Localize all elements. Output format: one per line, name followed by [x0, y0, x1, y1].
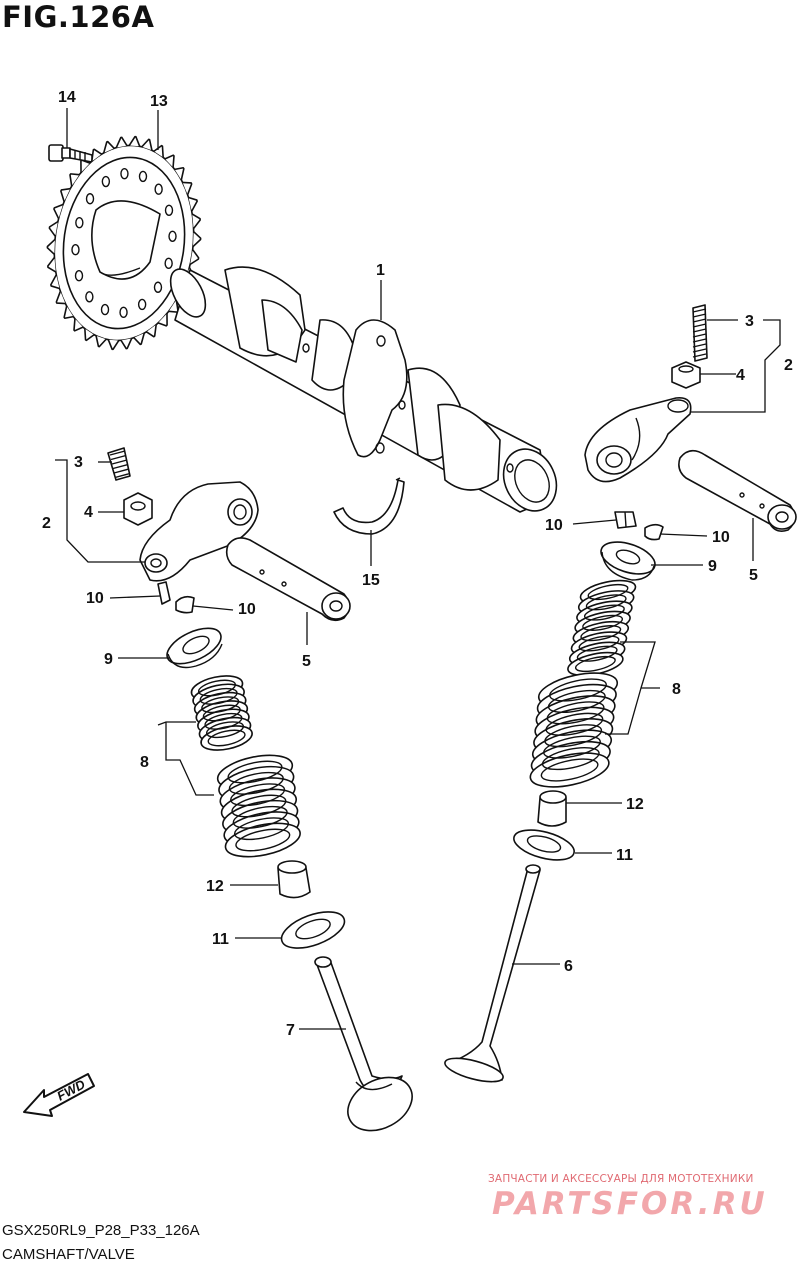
callout-9-right: 9 — [708, 558, 717, 575]
callout-8-right: 8 — [672, 681, 681, 698]
valve-spring-inner-part-8-left — [190, 675, 253, 751]
valve-cotter-part-10-left-a — [157, 581, 171, 605]
stem-seal-part-12-right — [537, 790, 567, 827]
spring-retainer-part-9-left — [166, 627, 223, 669]
callout-5-right: 5 — [749, 567, 758, 584]
callout-7: 7 — [286, 1022, 295, 1039]
callout-3-right: 3 — [745, 313, 754, 330]
rocker-arm-part-2-left — [139, 481, 259, 582]
locknut-part-4-left — [123, 492, 153, 526]
figure-code: GSX250RL9_P28_P33_126A — [2, 1222, 200, 1239]
locknut-part-4-right — [671, 361, 701, 389]
intake-valve-part-7 — [314, 956, 413, 1132]
rocker-shaft-part-5-right — [678, 449, 797, 532]
callout-4-left: 4 — [84, 504, 93, 521]
callout-4-right: 4 — [736, 367, 745, 384]
leader-lines — [55, 108, 781, 1030]
callout-10-right-b: 10 — [712, 529, 730, 546]
exhaust-valve-part-6 — [444, 864, 541, 1083]
watermark-logo: PARTSFOR.RU — [492, 1186, 768, 1222]
stem-seal-part-12-left — [277, 860, 311, 899]
valve-cotter-part-10-left-b — [175, 595, 195, 614]
callout-2-left: 2 — [42, 515, 51, 532]
callout-10-left-b: 10 — [238, 601, 256, 618]
callout-15: 15 — [362, 572, 380, 589]
callout-1: 1 — [376, 262, 385, 279]
spring-seat-part-11-left — [280, 911, 346, 949]
valve-cotter-part-10-right-a — [614, 511, 637, 529]
callout-11-left: 11 — [212, 931, 229, 948]
callout-9-left: 9 — [104, 651, 113, 668]
valve-spring-inner-part-8-right — [567, 579, 637, 677]
watermark-tagline: ЗАПЧАСТИ И АКСЕССУАРЫ ДЛЯ МОТОТЕХНИКИ — [488, 1173, 754, 1185]
callout-2-right: 2 — [784, 357, 793, 374]
adjuster-screw-part-3-left — [107, 447, 131, 481]
callout-8-left: 8 — [140, 754, 149, 771]
bolt-part-14 — [48, 144, 93, 163]
callout-10-right-a: 10 — [545, 517, 563, 534]
valve-spring-outer-part-8-right — [529, 672, 619, 788]
camshaft-part-1 — [169, 266, 558, 513]
callout-labels: 14 13 1 3 4 2 3 4 2 10 10 9 5 15 10 10 9… — [42, 89, 793, 1039]
cam-sprocket-part-13 — [46, 135, 202, 351]
spring-seat-part-11-right — [513, 829, 575, 861]
callout-3-left: 3 — [74, 454, 83, 471]
figure-caption: CAMSHAFT/VALVE — [2, 1246, 135, 1263]
valve-spring-outer-part-8-left — [216, 754, 301, 858]
callout-5-left: 5 — [302, 653, 311, 670]
callout-12-left: 12 — [206, 878, 224, 895]
callout-11-right: 11 — [616, 847, 633, 864]
rocker-shaft-part-5-left — [225, 537, 351, 622]
callout-14: 14 — [58, 89, 76, 106]
callout-12-right: 12 — [626, 796, 644, 813]
adjuster-screw-part-3-right — [692, 304, 708, 362]
forward-direction-arrow: FWD — [23, 1073, 95, 1117]
spring-retainer-part-9-right — [600, 541, 656, 581]
bearing-half-part-15 — [333, 477, 405, 535]
valve-cotter-part-10-right-b — [644, 523, 664, 541]
callout-10-left-a: 10 — [86, 590, 104, 607]
callout-13: 13 — [150, 93, 168, 110]
rocker-arm-part-2-right — [584, 397, 692, 483]
callout-6: 6 — [564, 958, 573, 975]
figure-title: FIG.126A — [2, 0, 155, 34]
